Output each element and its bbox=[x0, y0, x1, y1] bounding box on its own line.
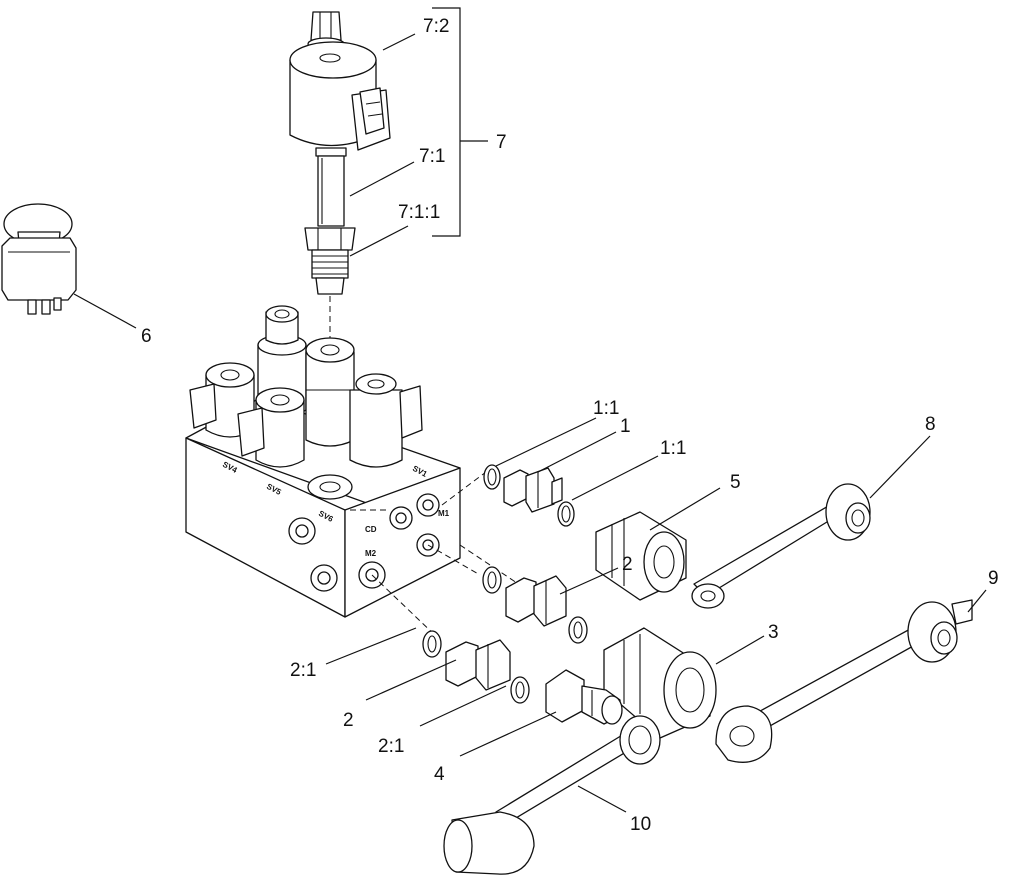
callout-7-1: 7:1 bbox=[419, 146, 445, 167]
hydraulic-manifold-block: SV4 SV5 SV6 SV1 CD M1 M2 bbox=[185, 397, 461, 618]
valve-cartridge-left-front bbox=[237, 387, 305, 468]
dust-cap-with-tether bbox=[715, 599, 973, 763]
port-label-m1: M1 bbox=[438, 509, 450, 518]
callout-7-2: 7:2 bbox=[423, 16, 449, 37]
adapter-fitting bbox=[445, 639, 511, 691]
port-label-cd: CD bbox=[365, 525, 377, 534]
callout-5: 5 bbox=[730, 472, 741, 493]
callout-2-left: 2 bbox=[343, 710, 354, 731]
port-label-m2: M2 bbox=[365, 549, 377, 558]
callout-4: 4 bbox=[434, 764, 445, 785]
callout-7-1-1: 7:1:1 bbox=[398, 202, 440, 223]
callout-6: 6 bbox=[141, 326, 152, 347]
push-button-switch bbox=[1, 203, 77, 315]
callout-1-1-top: 1:1 bbox=[593, 398, 619, 419]
o-ring-seal bbox=[482, 566, 502, 594]
dust-cap-with-tether bbox=[691, 483, 871, 609]
quick-coupler-nipple bbox=[545, 669, 623, 725]
callout-9: 9 bbox=[988, 568, 999, 589]
callout-2-1-bottom: 2:1 bbox=[378, 736, 404, 757]
solenoid-coil bbox=[289, 41, 391, 151]
callout-1: 1 bbox=[620, 416, 631, 437]
solenoid-cartridge-stem bbox=[315, 147, 347, 227]
solenoid-valve-assembly bbox=[289, 7, 488, 295]
manifold-port bbox=[288, 517, 316, 545]
o-ring-seal bbox=[557, 501, 575, 527]
callout-10: 10 bbox=[630, 814, 651, 835]
o-ring-seal bbox=[483, 464, 501, 490]
o-ring-seal bbox=[422, 630, 442, 658]
callout-2-1-left: 2:1 bbox=[290, 660, 316, 681]
manifold-port bbox=[310, 564, 338, 592]
valve-cartridge-right bbox=[349, 373, 423, 468]
manifold-port-m1 bbox=[416, 493, 440, 517]
quick-coupler-male bbox=[595, 511, 687, 601]
cartridge-threaded-end bbox=[304, 227, 356, 295]
callout-1-1-right: 1:1 bbox=[660, 438, 686, 459]
quick-coupler-female bbox=[603, 627, 717, 739]
callout-8: 8 bbox=[925, 414, 936, 435]
valve-cartridge-center bbox=[305, 337, 355, 447]
o-ring-seal bbox=[510, 676, 530, 704]
adapter-fitting bbox=[505, 575, 567, 627]
callout-7: 7 bbox=[496, 132, 507, 153]
adapter-fitting bbox=[503, 467, 563, 513]
o-ring-seal bbox=[568, 616, 588, 644]
dust-plug-with-tether bbox=[443, 715, 661, 875]
callout-2-right: 2 bbox=[622, 554, 633, 575]
manifold-port-cd bbox=[389, 506, 413, 530]
callout-3: 3 bbox=[768, 622, 779, 643]
